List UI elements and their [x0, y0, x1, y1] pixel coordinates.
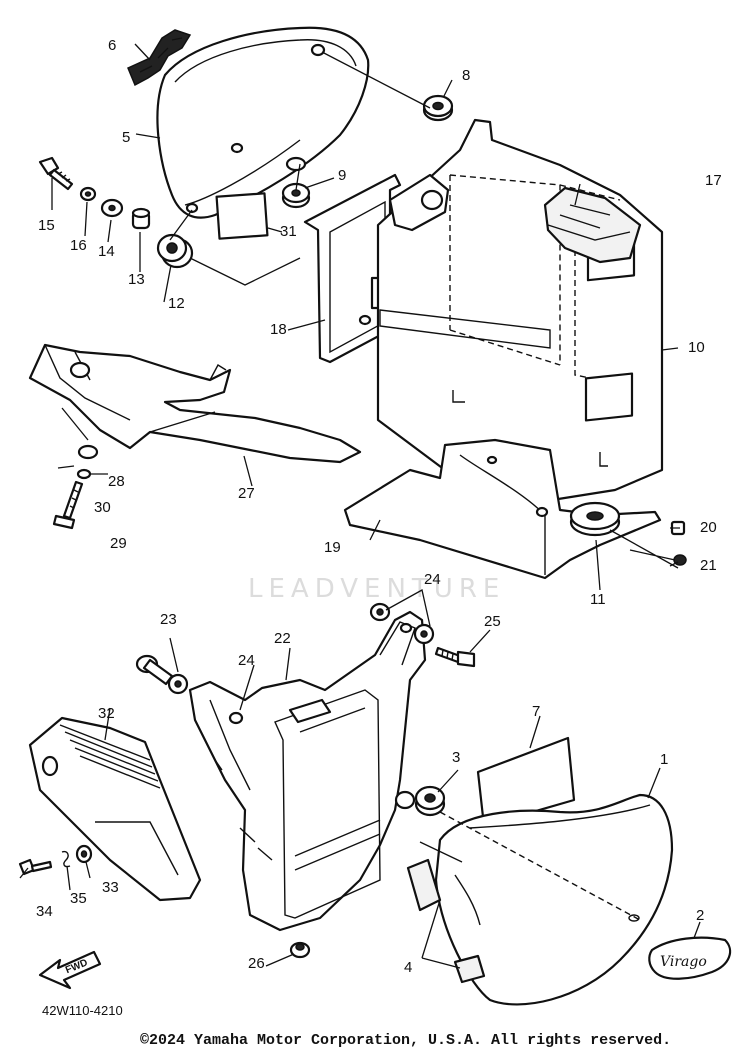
part-24-grommet-upper[interactable] [369, 602, 435, 645]
part-4-damper[interactable] [406, 858, 486, 984]
part-31-label[interactable] [215, 192, 269, 240]
callout-32: 32 [98, 705, 115, 722]
callout-34: 34 [36, 903, 53, 920]
callout-10: 10 [688, 339, 705, 356]
callout-33: 33 [102, 879, 119, 896]
forward-arrow-icon: FWD [38, 950, 102, 990]
part-12-grommet[interactable] [156, 233, 194, 269]
part-34-screw[interactable] [18, 858, 53, 876]
callout-24-upper: 24 [424, 571, 441, 588]
callout-7: 7 [532, 703, 540, 720]
part-29-bolt[interactable] [52, 480, 84, 530]
part-22-case[interactable] [188, 610, 427, 932]
part-5-side-cover-upper[interactable] [156, 26, 370, 219]
callout-5: 5 [122, 129, 130, 146]
callout-29: 29 [110, 535, 127, 552]
part-15-bolt[interactable] [38, 156, 74, 191]
callout-22: 22 [274, 630, 291, 647]
callout-16: 16 [70, 237, 87, 254]
part-19-lower-bracket[interactable] [343, 438, 662, 580]
callout-31: 31 [280, 223, 297, 240]
callout-23: 23 [160, 611, 177, 628]
callout-30: 30 [94, 499, 111, 516]
callout-26: 26 [248, 955, 265, 972]
part-27-guard[interactable] [28, 343, 362, 464]
callout-28: 28 [108, 473, 125, 490]
callout-3: 3 [452, 749, 460, 766]
callout-11: 11 [590, 591, 606, 608]
callout-1: 1 [660, 751, 668, 768]
callout-19: 19 [324, 539, 341, 556]
part-3-grommet[interactable] [414, 785, 446, 817]
part-33-grommet[interactable] [75, 844, 93, 864]
drawing-number: 42W110-4210 [42, 1003, 123, 1018]
callout-18: 18 [270, 321, 287, 338]
part-1-side-cover[interactable] [434, 793, 674, 1006]
callout-24-lower: 24 [238, 652, 255, 669]
part-25-bolt[interactable] [434, 646, 476, 668]
callout-25: 25 [484, 613, 501, 630]
part-32-cover[interactable] [28, 716, 202, 902]
callout-15: 15 [38, 217, 55, 234]
part-8-grommet[interactable] [422, 94, 454, 122]
part-13-collar[interactable] [131, 207, 151, 230]
part-28-washer[interactable] [77, 444, 99, 460]
callout-21: 21 [700, 557, 717, 574]
emblem-text: Virago [660, 954, 707, 970]
callout-4: 4 [404, 959, 412, 976]
part-16-lock-washer[interactable] [79, 186, 97, 202]
part-6-emblem[interactable] [127, 29, 192, 87]
part-26-grommet[interactable] [289, 941, 311, 959]
callout-14: 14 [98, 243, 115, 260]
callout-20: 20 [700, 519, 717, 536]
watermark: LEADVENTURE [248, 574, 505, 604]
part-35-washer[interactable] [61, 850, 71, 868]
callout-12: 12 [168, 295, 185, 312]
part-11-grommet[interactable] [569, 501, 621, 537]
part-30-washer[interactable] [76, 468, 92, 480]
callout-17: 17 [705, 172, 722, 189]
callout-8: 8 [462, 67, 470, 84]
part-7-panel[interactable] [476, 736, 576, 828]
callout-2: 2 [696, 907, 704, 924]
part-14-washer[interactable] [100, 198, 124, 218]
callout-27: 27 [238, 485, 255, 502]
part-23-bolt[interactable] [135, 654, 189, 695]
callout-9: 9 [338, 167, 346, 184]
part-2-emblem[interactable]: Virago [648, 936, 732, 980]
part-10-battery-box[interactable] [376, 118, 664, 502]
callout-6: 6 [108, 37, 116, 54]
callout-35: 35 [70, 890, 87, 907]
callout-13: 13 [128, 271, 145, 288]
copyright-notice: ©2024 Yamaha Motor Corporation, U.S.A. A… [140, 1032, 672, 1049]
